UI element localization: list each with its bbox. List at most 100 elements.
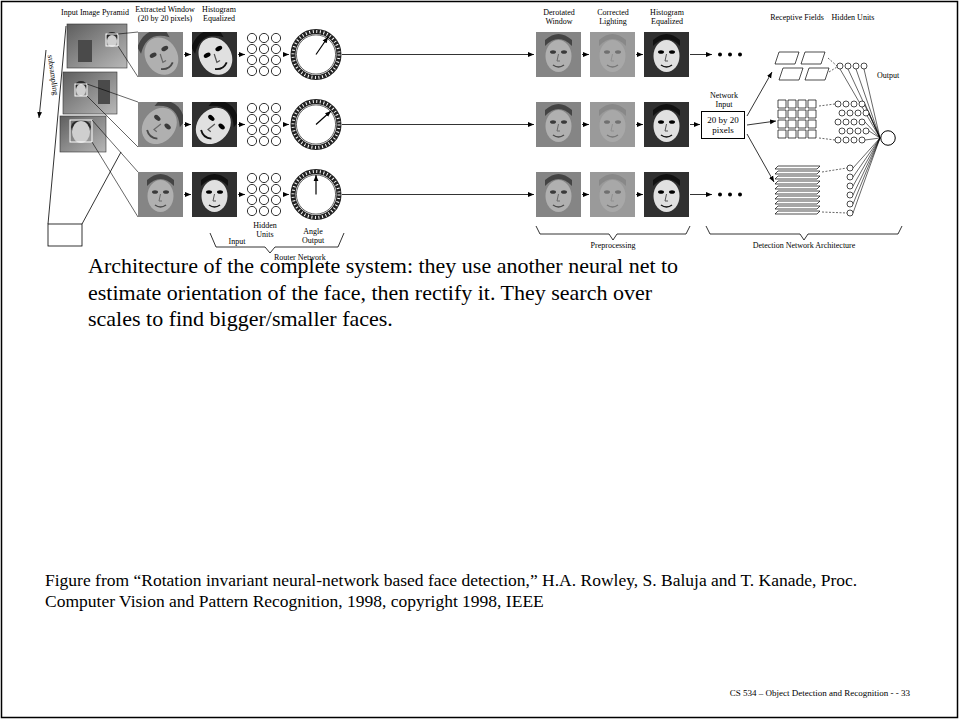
preprocessing-row xyxy=(644,172,689,217)
preprocessing-row xyxy=(718,193,722,197)
image-pyramid xyxy=(39,24,138,246)
hidden-unit xyxy=(863,110,869,116)
image-pyramid xyxy=(106,34,118,46)
flow-arrow xyxy=(747,72,772,116)
field-to-unit-link xyxy=(819,58,847,213)
hidden-unit xyxy=(853,63,859,69)
hidden-unit xyxy=(847,128,853,134)
receptive-fields xyxy=(775,166,820,214)
router-row xyxy=(122,17,339,218)
router-row xyxy=(316,111,331,125)
bracket-title: Detection Network Architecture xyxy=(734,241,874,250)
slide-caption: Architecture of the complete system: the… xyxy=(88,253,706,333)
hidden-unit xyxy=(835,63,869,216)
flow-arrow xyxy=(690,194,712,195)
hidden-unit xyxy=(851,101,857,107)
section-bracket xyxy=(536,226,690,240)
hidden-unit xyxy=(839,128,845,134)
flow-arrow xyxy=(283,54,289,55)
hidden-unit xyxy=(847,174,853,180)
receptive-fields xyxy=(775,52,829,80)
figure-heading: Extracted Window (20 by 20 pixels) xyxy=(133,5,197,23)
preprocessing-row xyxy=(536,102,581,147)
hidden-unit xyxy=(847,201,853,207)
flow-arrow xyxy=(582,194,589,195)
input-box: Network Input20 by 20 pixels xyxy=(701,111,745,139)
hidden-unit xyxy=(859,137,865,143)
unit-to-output-link xyxy=(840,69,880,138)
preprocessing-row xyxy=(536,32,581,77)
preprocessing-row xyxy=(728,53,732,57)
image-pyramid xyxy=(98,80,110,104)
flow-arrow xyxy=(184,54,191,55)
flow-arrow xyxy=(582,124,589,125)
hidden-unit xyxy=(847,183,853,189)
receptive-fields xyxy=(778,100,816,138)
image-pyramid xyxy=(76,84,86,96)
router-row xyxy=(122,86,199,163)
router-row xyxy=(123,17,198,92)
section-bracket xyxy=(210,226,902,253)
flow-arrow xyxy=(582,54,589,55)
hidden-unit xyxy=(855,110,861,116)
figure-heading: Input Image Pyramid xyxy=(56,8,134,17)
router-row xyxy=(138,172,183,217)
section-bracket xyxy=(706,226,902,240)
router-row xyxy=(247,173,280,215)
citation-text: Figure from “Rotation invariant neural-n… xyxy=(45,570,920,611)
flow-arrow xyxy=(636,54,643,55)
image-pyramid xyxy=(39,50,46,118)
image-pyramid xyxy=(75,84,87,96)
router-row xyxy=(316,37,328,55)
hidden-unit xyxy=(843,119,849,125)
hidden-unit xyxy=(851,137,857,143)
hidden-unit xyxy=(839,110,845,116)
preprocessing-row xyxy=(644,102,689,147)
bracket-label: Input xyxy=(220,237,254,246)
preprocessing-row xyxy=(536,172,581,217)
flow-arrow xyxy=(342,54,534,55)
hidden-unit xyxy=(835,101,841,107)
hidden-unit xyxy=(847,210,853,216)
figure-heading: Derotated Window xyxy=(532,8,586,26)
hidden-unit xyxy=(835,137,841,143)
image-pyramid xyxy=(63,72,117,114)
hidden-unit xyxy=(843,101,849,107)
preprocessing-row xyxy=(590,102,635,147)
image-pyramid xyxy=(107,35,117,47)
image-pyramid xyxy=(48,224,82,246)
router-row xyxy=(177,17,252,92)
figure-heading: Histogram Equalized xyxy=(640,8,694,26)
flow-arrow xyxy=(690,54,712,55)
preprocessing-row xyxy=(738,193,742,197)
axis-label: subsampling xyxy=(46,54,61,95)
page-footer: CS 534 – Object Detection and Recognitio… xyxy=(560,688,910,699)
output-unit: Output xyxy=(880,130,896,146)
image-pyramid xyxy=(78,40,92,62)
flow-arrow xyxy=(636,194,643,195)
node-heading: Network Input xyxy=(704,91,744,109)
bracket-title: Router Network xyxy=(274,253,354,262)
flow-arrow xyxy=(238,54,245,55)
unit-circle xyxy=(881,131,896,146)
preprocessing-row xyxy=(738,53,742,57)
hidden-unit xyxy=(847,192,853,198)
image-pyramid xyxy=(72,121,90,143)
preprocessing-row xyxy=(728,193,732,197)
hidden-unit xyxy=(855,128,861,134)
hidden-unit xyxy=(859,101,865,107)
preprocessing-row xyxy=(718,53,722,57)
hidden-unit xyxy=(863,128,869,134)
flow-arrow xyxy=(238,194,245,195)
unit-circle xyxy=(880,130,896,146)
flow-arrow xyxy=(184,124,191,125)
flow-arrow xyxy=(342,194,534,195)
flow-arrow xyxy=(747,134,774,182)
hidden-unit xyxy=(843,137,849,143)
flow-arrow xyxy=(184,194,191,195)
bracket-title: Preprocessing xyxy=(573,241,653,250)
hidden-unit xyxy=(847,110,853,116)
